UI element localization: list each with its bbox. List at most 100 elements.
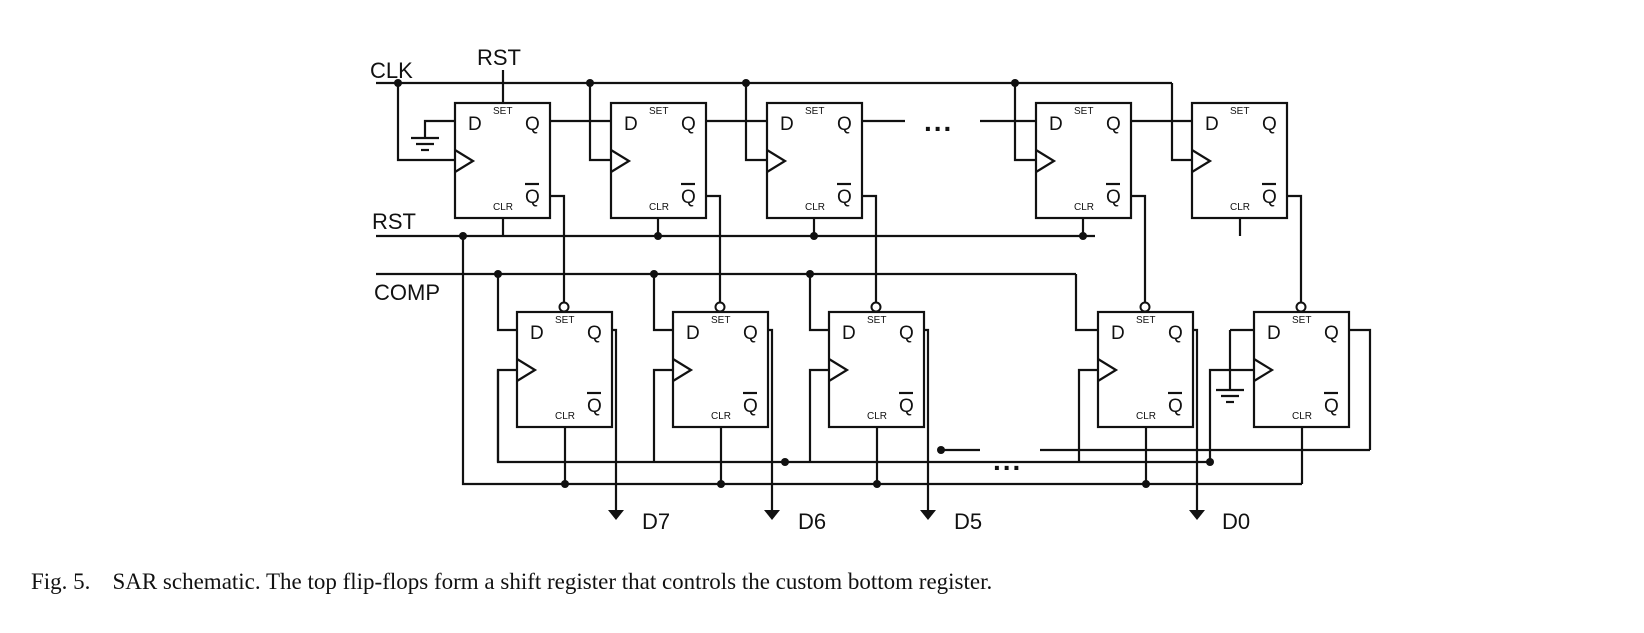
clock-input-triangle [1097,358,1119,382]
q-pin-label: Q [1168,323,1183,344]
d-pin-label: D [530,323,544,344]
output-d6-label: D6 [798,509,826,534]
inverted-set-bubble [1139,301,1151,313]
q-pin-label: Q [681,114,696,135]
d-pin-label: D [1205,114,1219,135]
d-pin-label: D [1049,114,1063,135]
d-pin-label: D [624,114,638,135]
clock-input-triangle [1035,149,1057,173]
shift-ff-5: D Q Q SET CLR [1190,101,1289,220]
clock-input-triangle [1253,358,1275,382]
set-pin-label: SET [555,315,574,326]
output-d7-wire [612,328,618,518]
clock-input-triangle [672,358,694,382]
qbar-pin-label: Q [899,396,914,417]
clr-pin-label: CLR [711,411,731,422]
set-pin-label: SET [1136,315,1155,326]
q-pin-label: Q [1324,323,1339,344]
output-d0-wire [1193,328,1199,518]
qbar-to-set [1131,194,1147,304]
junction-dot [781,458,789,466]
output-d7-label: D7 [642,509,670,534]
clk-to-ff5 [1170,83,1192,162]
clk-to-bottom-ff [496,368,517,462]
output-d5-label: D5 [954,509,982,534]
rst-label: RST [372,209,416,234]
clr-pin-label: CLR [1230,202,1250,213]
qbar-pin-label: Q [1168,396,1183,417]
comp-d-b3 [808,274,829,332]
clk-to-bottom-ff [808,368,829,462]
set-pin-label: SET [1074,106,1093,117]
bottom-ff-2: D Q Q SET CLR [671,310,770,429]
junction-dot [1206,458,1214,466]
output-d0-label: D0 [1222,509,1250,534]
d1-ground-wire [423,119,455,138]
bottom-ellipsis: ... [993,445,1022,476]
qbar-to-set [862,194,878,304]
q-pin-label: Q [837,114,852,135]
clr-pin-label: CLR [805,202,825,213]
inverted-set-bubble [1295,301,1307,313]
clock-input-triangle [828,358,850,382]
output-arrow [608,510,624,520]
qbar-pin-label: Q [743,396,758,417]
set-pin-label: SET [1292,315,1311,326]
d-pin-label: D [686,323,700,344]
qbar-pin-label: Q [525,187,540,208]
clk-to-ff4 [1013,83,1036,162]
comp-d-b1 [496,274,517,332]
inverted-set-bubble [558,301,570,313]
clr-pin-label: CLR [1292,411,1312,422]
comp-d-b4 [1074,274,1098,332]
clk-to-ff2 [588,83,611,162]
bottom-ff-5: D Q Q SET CLR [1252,310,1351,429]
q-pin-label: Q [525,114,540,135]
q-pin-label: Q [1106,114,1121,135]
q-pin-label: Q [743,323,758,344]
clr-pin-label: CLR [1074,202,1094,213]
set-pin-label: SET [711,315,730,326]
qbar-to-set [706,194,722,304]
d-pin-label: D [1267,323,1281,344]
qbar-pin-label: Q [1324,396,1339,417]
clock-input-triangle [454,149,476,173]
qbar-pin-label: Q [587,396,602,417]
set-pin-label: SET [1230,106,1249,117]
qbar-pin-label: Q [1262,187,1277,208]
clk-label: CLK [370,58,413,83]
clk-to-ff3 [744,83,767,162]
sar-schematic: D Q Q SET CLR D Q Q SET CLR D Q Q SET CLR D Q Q SET CLR D Q Q S… [370,45,1372,534]
q-pin-label: Q [1262,114,1277,135]
clk-to-bottom-ff [1077,368,1098,462]
set-pin-label: SET [649,106,668,117]
figure-caption: Fig. 5.SAR schematic. The top flip-flops… [31,569,1621,595]
d-pin-label: D [842,323,856,344]
inverted-set-bubble [870,301,882,313]
clock-input-triangle [1191,149,1213,173]
clr-pin-label: CLR [649,202,669,213]
rst-top-label: RST [477,45,521,70]
qbar-pin-label: Q [1106,187,1121,208]
comp-d-b2 [652,274,673,332]
clock-input-triangle [516,358,538,382]
qbar-to-set [550,194,566,304]
top-ellipsis: ... [924,106,953,137]
bottom-clk-return [461,236,1302,486]
inverted-set-bubble [714,301,726,313]
output-arrow [764,510,780,520]
ground-symbol [1216,388,1244,404]
figure-caption-text: SAR schematic. The top flip-flops form a… [112,569,993,594]
qbar-pin-label: Q [837,187,852,208]
ground-symbol [411,136,439,152]
clk-to-ff1 [396,83,455,162]
set-pin-label: SET [805,106,824,117]
output-arrow [1189,510,1205,520]
q-pin-label: Q [587,323,602,344]
clk-to-bottom-ff [652,368,673,462]
set-pin-label: SET [867,315,886,326]
comp-label: COMP [374,280,440,305]
output-d6-wire [768,328,774,518]
